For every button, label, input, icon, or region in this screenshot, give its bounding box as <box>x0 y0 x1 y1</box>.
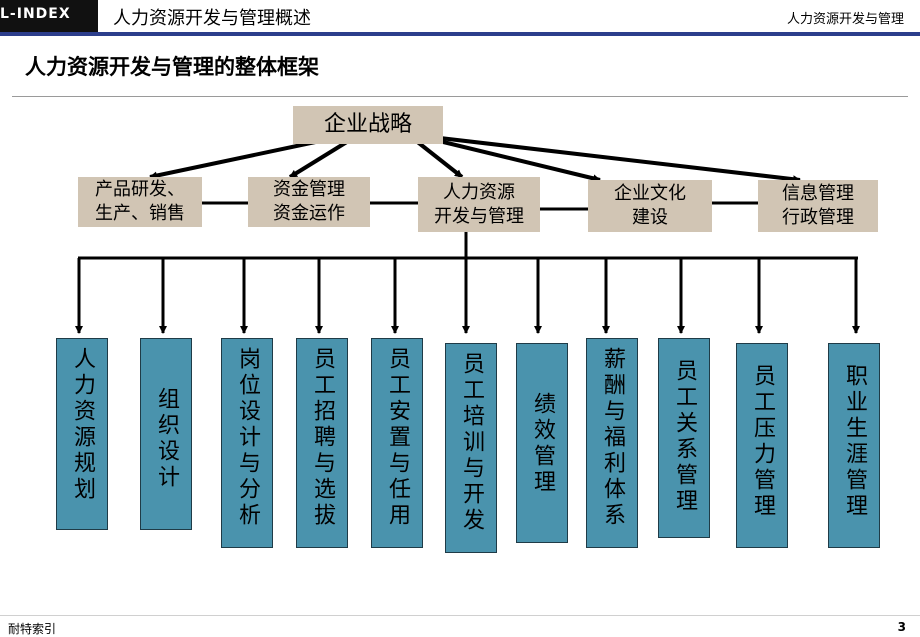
level1-label: 建设 <box>632 207 668 228</box>
level2-box-stress-management: 员工压力管理 <box>736 343 788 548</box>
header-title: 人力资源开发与管理概述 <box>113 8 311 29</box>
logo-text: L-INDEX <box>0 6 71 22</box>
level1-label: 资金运作 <box>273 203 345 224</box>
level2-label: 员工安置与任用 <box>385 347 410 529</box>
page-title: 人力资源开发与管理的整体框架 <box>25 55 319 79</box>
footer-divider <box>0 615 920 616</box>
level2-label: 绩效管理 <box>530 392 555 496</box>
level1-box-finance: 资金管理 资金运作 <box>248 177 370 227</box>
arrow-root-to-hr <box>413 138 464 179</box>
header-right-title: 人力资源开发与管理 <box>786 12 904 27</box>
level2-box-placement: 员工安置与任用 <box>371 338 423 548</box>
level2-box-recruitment: 员工招聘与选拔 <box>296 338 348 548</box>
slide-header: L-INDEX 人力资源开发与管理概述 人力资源开发与管理 <box>0 0 920 32</box>
page-number: 3 <box>897 620 906 634</box>
level2-label: 员工培训与开发 <box>459 352 484 534</box>
level1-label: 产品研发、 <box>95 179 185 200</box>
arrow-root-to-product <box>149 138 326 180</box>
level1-label: 行政管理 <box>782 207 854 228</box>
level2-label: 岗位设计与分析 <box>235 347 260 529</box>
footer-company: 耐特索引 <box>8 622 57 636</box>
level1-label: 资金管理 <box>273 179 345 200</box>
level2-label: 职业生涯管理 <box>842 364 867 520</box>
level2-box-training: 员工培训与开发 <box>445 343 497 553</box>
level2-box-career-management: 职业生涯管理 <box>828 343 880 548</box>
level1-box-product: 产品研发、 生产、销售 <box>78 177 202 227</box>
arrow-root-to-finance <box>288 138 352 179</box>
level2-label: 员工压力管理 <box>750 364 775 520</box>
level1-label: 企业文化 <box>614 183 686 204</box>
level1-box-hr: 人力资源 开发与管理 <box>418 177 540 232</box>
level1-label: 开发与管理 <box>434 205 524 227</box>
level2-label: 组织设计 <box>154 387 179 491</box>
root-label: 企业战略 <box>323 112 412 137</box>
level2-label: 员工关系管理 <box>672 359 697 515</box>
level2-box-hr-planning: 人力资源规划 <box>56 338 108 530</box>
arrow-root-to-culture <box>434 138 601 183</box>
level1-box-culture: 企业文化 建设 <box>588 180 712 232</box>
level1-box-info: 信息管理 行政管理 <box>758 180 878 232</box>
level2-label: 员工招聘与选拔 <box>310 347 335 529</box>
level2-label: 薪酬与福利体系 <box>600 347 625 529</box>
arrow-root-to-info <box>439 136 801 184</box>
company-logo: L-INDEX <box>0 0 98 32</box>
level2-box-org-design: 组织设计 <box>140 338 192 530</box>
root-box-strategy: 企业战略 <box>293 106 443 144</box>
level2-box-employee-relations: 员工关系管理 <box>658 338 710 538</box>
title-divider <box>12 96 908 97</box>
level1-label: 生产、销售 <box>95 203 185 224</box>
level2-box-position-design: 岗位设计与分析 <box>221 338 273 548</box>
level2-box-performance: 绩效管理 <box>516 343 568 543</box>
level1-label: 人力资源 <box>443 181 515 203</box>
level1-label: 信息管理 <box>782 183 854 204</box>
header-divider <box>0 32 920 36</box>
level2-box-compensation: 薪酬与福利体系 <box>586 338 638 548</box>
level2-label: 人力资源规划 <box>70 347 95 503</box>
